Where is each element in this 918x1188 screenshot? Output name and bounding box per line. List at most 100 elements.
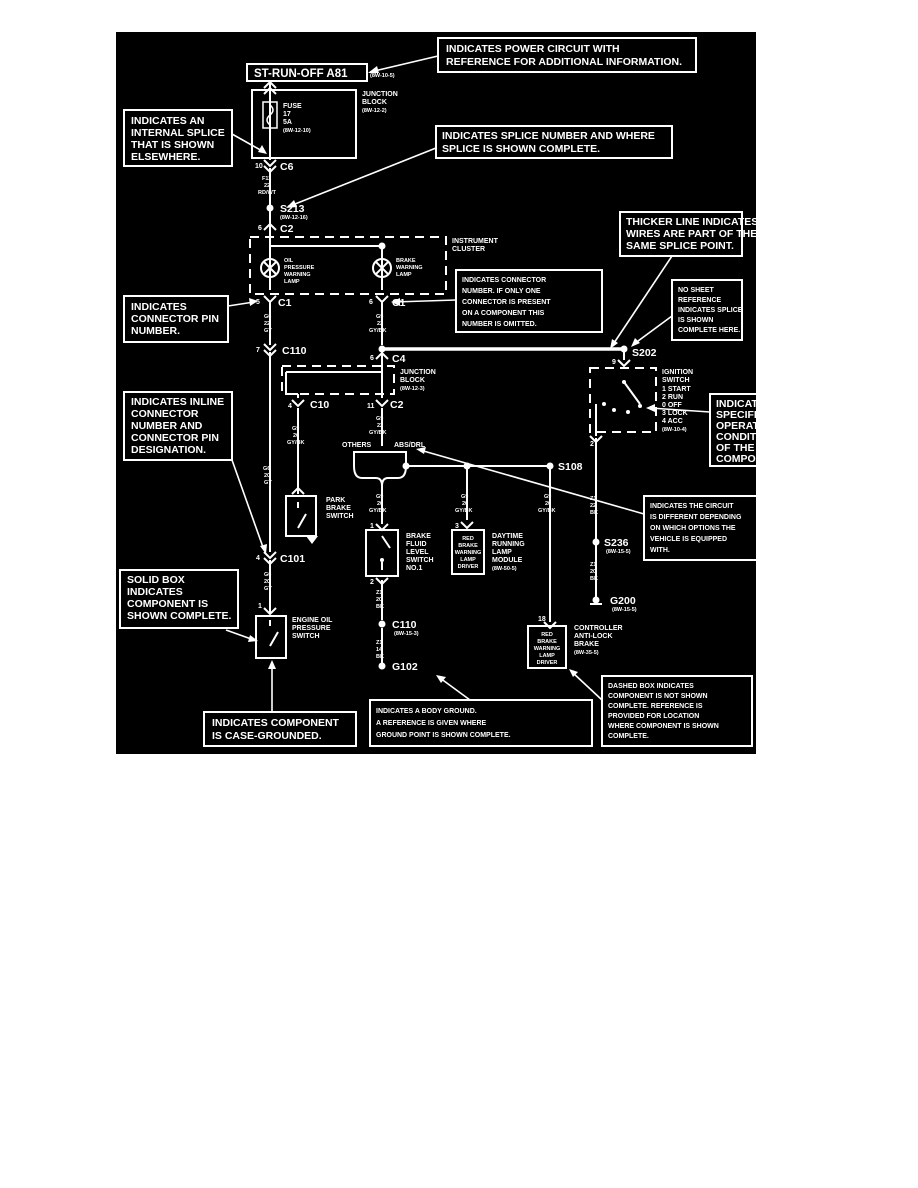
svg-text:C110: C110 [392,619,417,631]
svg-text:G9: G9 [461,494,468,500]
svg-text:DESIGNATION.: DESIGNATION. [131,444,206,456]
svg-text:OTHERS: OTHERS [342,442,372,449]
svg-text:C2: C2 [280,223,294,235]
abs-controller: RED BRAKE WARNING LAMP DRIVER CONTROLLER… [527,625,623,669]
svg-text:C6: C6 [280,161,294,173]
connector-abs [543,621,557,630]
svg-text:(8W-15-5): (8W-15-5) [612,607,637,613]
svg-text:COMPONENT.: COMPONENT. [716,453,756,465]
svg-text:LEVEL: LEVEL [406,549,429,556]
svg-text:RD/WT: RD/WT [258,190,277,196]
svg-text:7: 7 [256,347,260,354]
svg-text:BK: BK [376,604,384,610]
svg-text:INSTRUMENT: INSTRUMENT [452,238,499,245]
svg-text:22: 22 [377,321,383,327]
svg-text:G9: G9 [376,494,383,500]
svg-text:11: 11 [367,403,375,410]
brake-warning-lamp-icon [372,258,392,278]
svg-text:INDICATES: INDICATES [131,301,187,313]
svg-text:BLOCK: BLOCK [400,377,425,384]
svg-text:NUMBER. IF ONLY ONE: NUMBER. IF ONLY ONE [462,288,541,295]
splice-dots [266,204,628,670]
connector-brake-fluid-bot [375,577,389,586]
brake-fluid-switch: BRAKE FLUID LEVEL SWITCH NO.1 [365,529,434,577]
splice-s213-dot [266,204,274,212]
svg-text:INDICATES SPLICE NUMBER AND WH: INDICATES SPLICE NUMBER AND WHERE [442,130,655,142]
connector-c6 [263,159,277,174]
svg-text:G9: G9 [376,314,383,320]
svg-text:Z1: Z1 [590,562,596,568]
svg-text:G6: G6 [264,314,271,320]
svg-text:SWITCH: SWITCH [662,377,690,384]
svg-text:BK: BK [590,576,598,582]
svg-text:6: 6 [370,355,374,362]
svg-text:IS CASE-GROUNDED.: IS CASE-GROUNDED. [212,730,322,742]
svg-text:(8W-35-5): (8W-35-5) [574,650,599,656]
connector-c2-top [263,222,277,236]
svg-text:JUNCTION: JUNCTION [362,91,398,98]
splice-s108-dot [546,462,554,470]
connector-c2 [375,399,389,408]
svg-text:20: 20 [377,501,383,507]
svg-text:COMPLETE HERE.: COMPLETE HERE. [678,327,740,334]
svg-text:GY/BK: GY/BK [287,440,304,446]
svg-text:SWITCH: SWITCH [326,513,354,520]
callout-case-grounded: INDICATES COMPONENT IS CASE-GROUNDED. [203,711,357,747]
svg-text:(8W-10-4): (8W-10-4) [662,427,687,433]
svg-text:THICKER LINE INDICATES: THICKER LINE INDICATES [626,216,756,228]
junction-block-1: FUSE 17 5A (8W-12-10) JUNCTION BLOCK (8W… [251,89,398,159]
splice-internal-dot [378,242,386,250]
svg-text:LAMP: LAMP [492,549,512,556]
svg-text:4 ACC: 4 ACC [662,418,683,425]
svg-text:(8W-12-10): (8W-12-10) [283,128,311,134]
svg-text:CONNECTOR PIN: CONNECTOR PIN [131,313,219,325]
svg-text:ON A COMPONENT THIS: ON A COMPONENT THIS [462,310,545,317]
svg-text:BK: BK [590,510,598,516]
splice-c4-dot [378,345,386,353]
svg-text:INDICATES: INDICATES [127,586,183,598]
svg-text:DAYTIME: DAYTIME [492,533,523,540]
callout-power-circuit: INDICATES POWER CIRCUIT WITH REFERENCE F… [437,37,697,73]
svg-text:REFERENCE FOR ADDITIONAL INFOR: REFERENCE FOR ADDITIONAL INFORMATION. [446,56,682,68]
svg-text:BRAKE: BRAKE [574,641,599,648]
svg-text:4: 4 [256,555,260,562]
svg-text:3 LOCK: 3 LOCK [662,410,688,417]
connector-c10 [291,399,305,408]
ground-g102-dot [378,662,386,670]
callout-inline-connector: INDICATES INLINE CONNECTOR NUMBER AND CO… [123,391,233,461]
svg-text:2: 2 [590,441,594,448]
svg-text:IS DIFFERENT DEPENDING: IS DIFFERENT DEPENDING [650,514,742,521]
svg-text:2 RUN: 2 RUN [662,394,683,401]
svg-text:G200: G200 [610,595,636,607]
svg-text:COMPONENT IS NOT SHOWN: COMPONENT IS NOT SHOWN [608,693,708,700]
svg-text:BRAKE: BRAKE [537,639,557,645]
svg-text:NO.1: NO.1 [406,565,422,572]
svg-text:CONNECTOR PIN: CONNECTOR PIN [131,432,219,444]
svg-text:(8W-12-2): (8W-12-2) [362,108,387,114]
svg-text:1: 1 [258,603,262,610]
svg-text:PARK: PARK [326,497,345,504]
svg-text:(8W-50-5): (8W-50-5) [492,566,517,572]
svg-text:22: 22 [377,423,383,429]
svg-text:WHERE COMPONENT IS SHOWN: WHERE COMPONENT IS SHOWN [608,723,719,730]
svg-text:CONNECTOR IS PRESENT: CONNECTOR IS PRESENT [462,299,551,306]
svg-text:22: 22 [264,321,270,327]
svg-text:20: 20 [293,433,299,439]
svg-text:GY/BK: GY/BK [538,508,555,514]
svg-text:NUMBER IS OMITTED.: NUMBER IS OMITTED. [462,321,537,328]
svg-text:20: 20 [264,473,270,479]
svg-text:NO SHEET: NO SHEET [678,287,715,294]
svg-text:(8W-10-5): (8W-10-5) [370,73,395,79]
svg-text:DRIVER: DRIVER [537,660,558,666]
splice-s236-dot [592,538,600,546]
svg-text:S213: S213 [280,203,305,215]
svg-text:18: 18 [538,616,546,623]
svg-text:Z1: Z1 [376,640,382,646]
svg-text:INTERNAL SPLICE: INTERNAL SPLICE [131,127,225,139]
drl-module: RED BRAKE WARNING LAMP DRIVER DAYTIME RU… [451,529,525,575]
callout-arrows [225,55,711,712]
svg-text:INDICATES A BODY GROUND.: INDICATES A BODY GROUND. [376,708,477,715]
svg-text:RED: RED [462,536,474,542]
callout-connector-number: INDICATES CONNECTOR NUMBER. IF ONLY ONE … [455,269,603,333]
svg-text:THAT IS SHOWN: THAT IS SHOWN [131,139,214,151]
